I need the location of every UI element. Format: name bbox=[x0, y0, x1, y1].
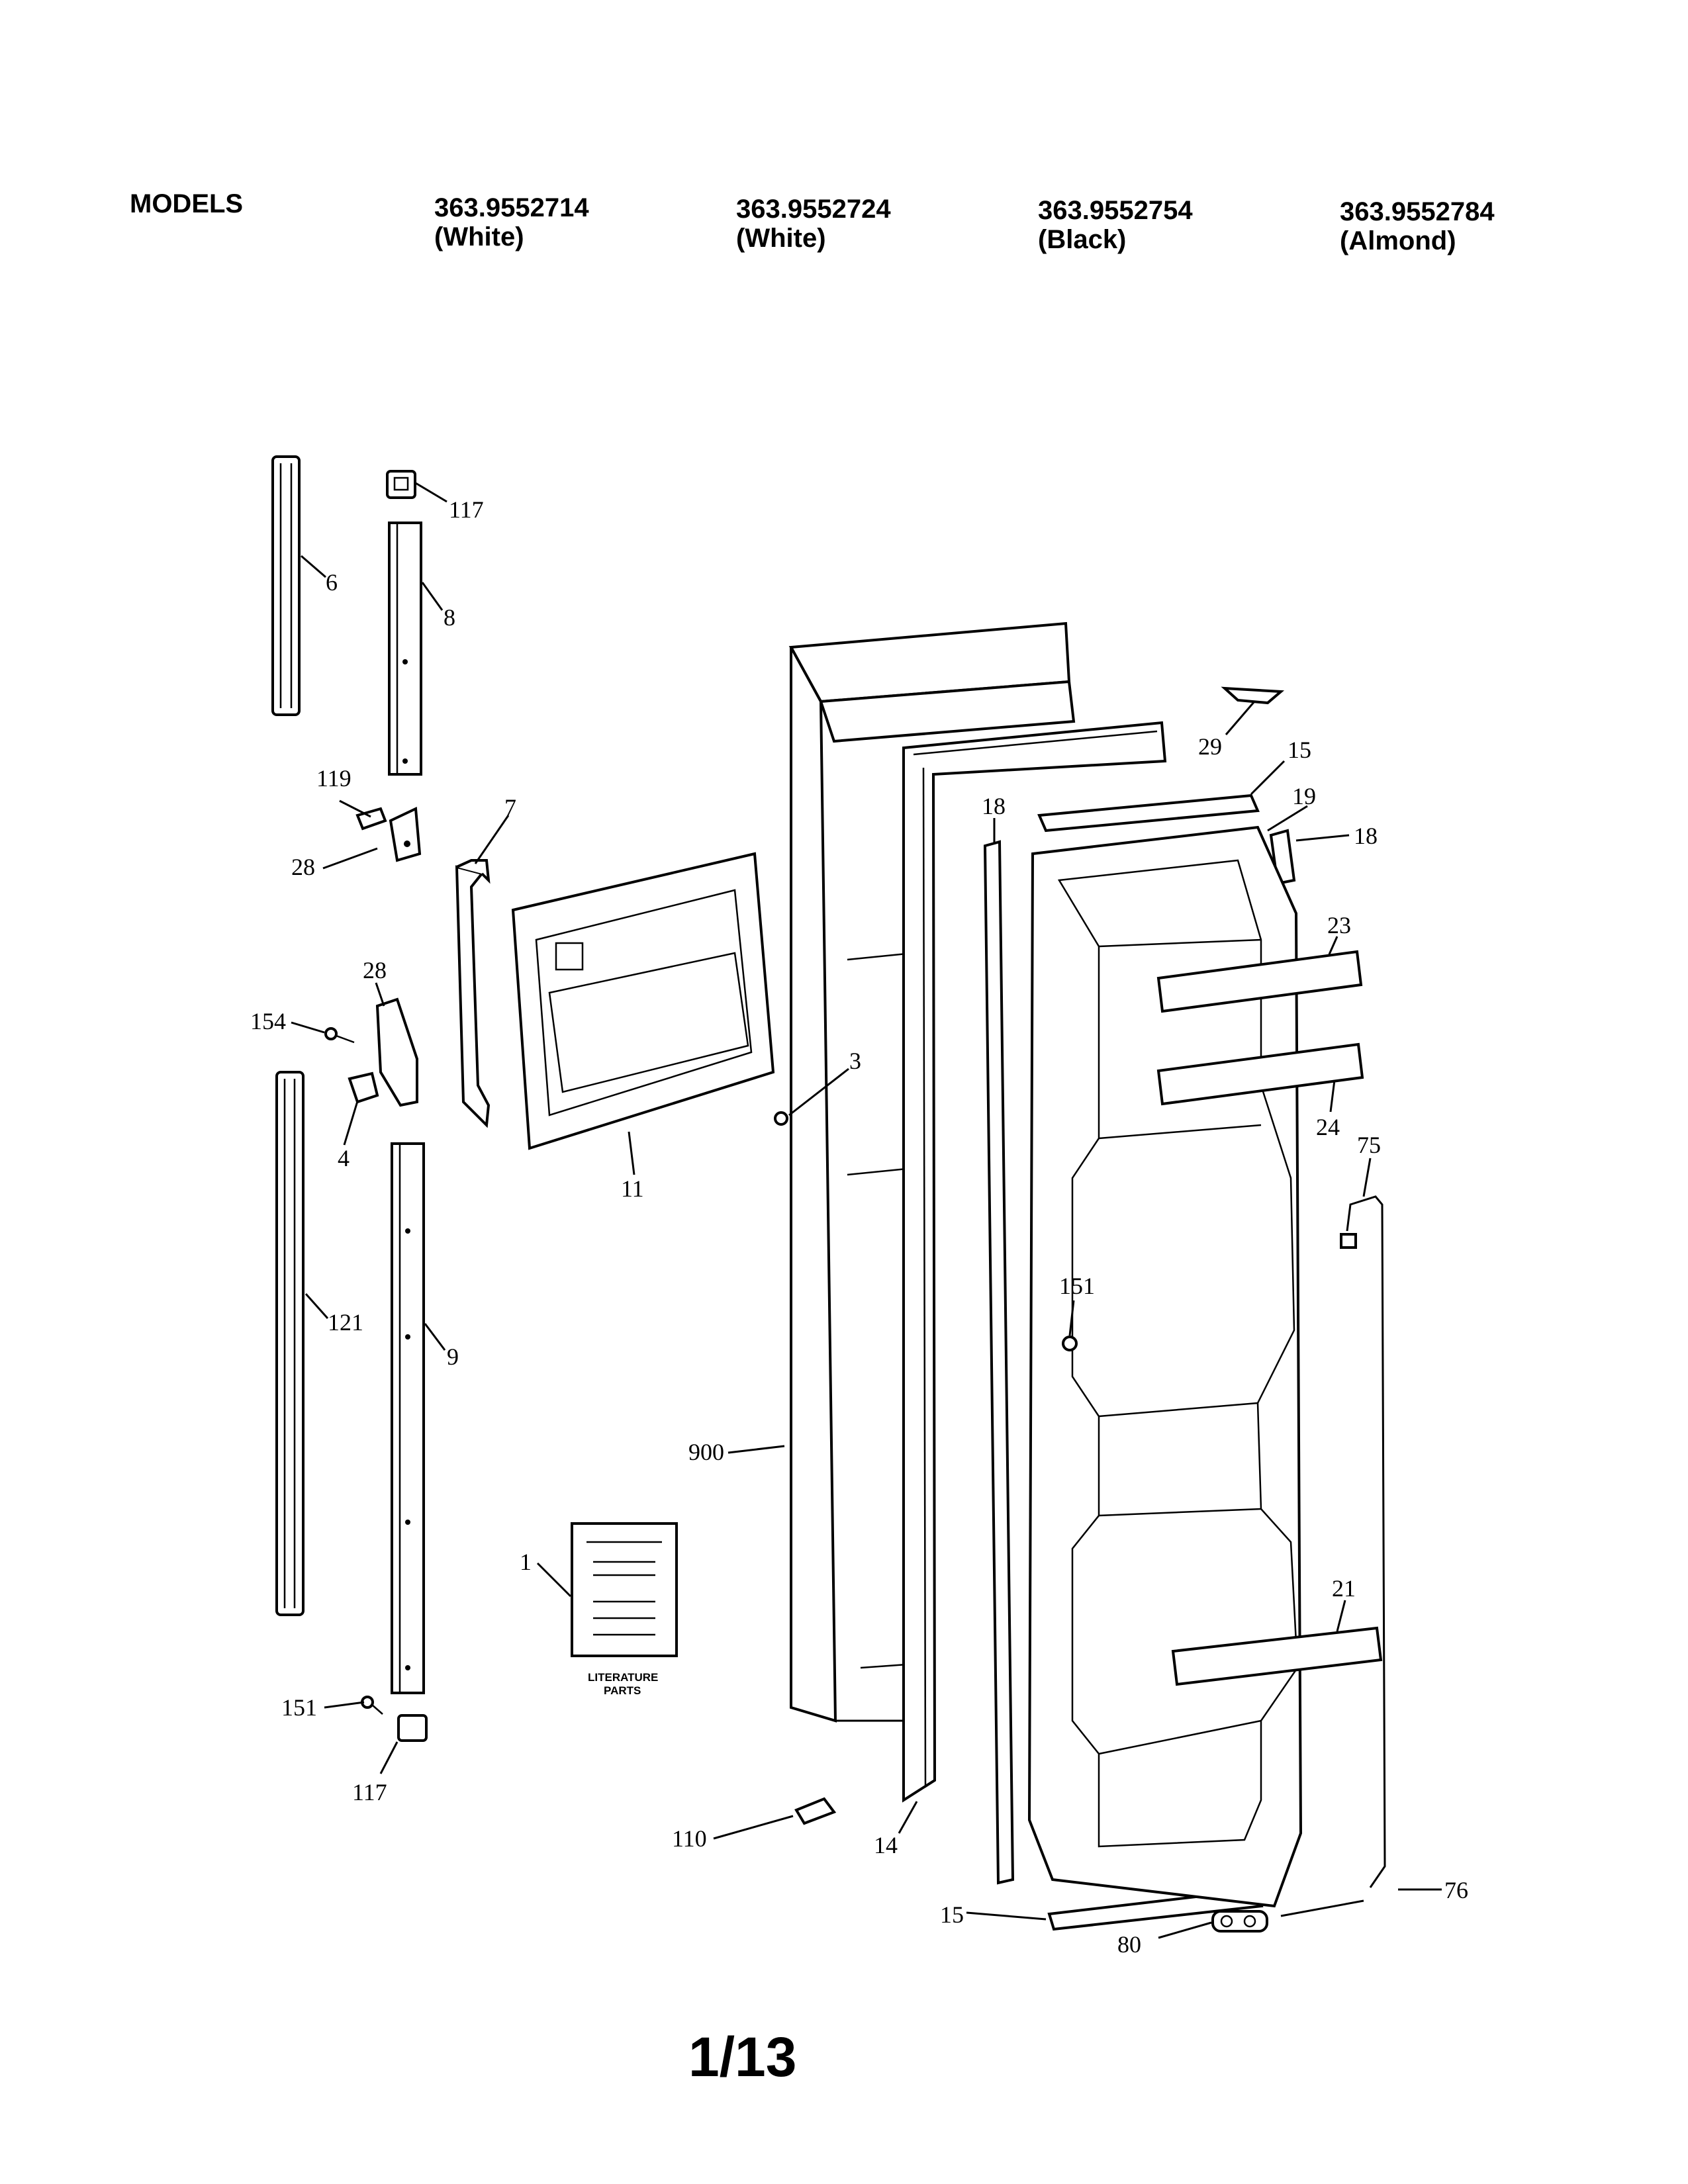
callout-8: 8 bbox=[444, 604, 455, 631]
part-151-screw-upper bbox=[1062, 1336, 1078, 1351]
callout-154: 154 bbox=[250, 1008, 286, 1034]
part-9-channel bbox=[391, 1142, 425, 1694]
part-21-shelf-bar bbox=[1171, 1626, 1383, 1686]
part-151-screw-lower bbox=[361, 1696, 383, 1715]
model-number: 363.9552724 bbox=[736, 195, 891, 224]
part-14-gasket bbox=[902, 721, 1167, 1803]
part-19-door-liner bbox=[1027, 825, 1303, 1908]
callout-119: 119 bbox=[316, 765, 352, 792]
model-color: (White) bbox=[736, 224, 826, 253]
callout-151: 151 bbox=[1059, 1273, 1095, 1299]
part-110-plug bbox=[794, 1797, 837, 1825]
part-24-shelf-bar bbox=[1156, 1042, 1364, 1106]
model-color: (Black) bbox=[1038, 225, 1127, 254]
part-11-dispenser-panel bbox=[511, 852, 775, 1150]
callout-15: 15 bbox=[940, 1901, 964, 1928]
callout-121: 121 bbox=[328, 1309, 363, 1336]
part-76-tube bbox=[1280, 1899, 1364, 1917]
callout-9: 9 bbox=[447, 1343, 459, 1370]
model-column-2: 363.9552724 (White) bbox=[736, 195, 891, 253]
part-1-literature bbox=[571, 1522, 678, 1657]
callout-1: 1 bbox=[520, 1549, 532, 1575]
part-3-screw bbox=[774, 1111, 788, 1126]
callout-28: 28 bbox=[363, 957, 387, 983]
part-8-channel bbox=[388, 522, 422, 776]
literature-label-line2: PARTS bbox=[604, 1684, 641, 1697]
callout-23: 23 bbox=[1327, 912, 1351, 938]
part-117-cap-bottom bbox=[397, 1714, 428, 1742]
part-23-shelf-bar bbox=[1156, 950, 1363, 1013]
callout-3: 3 bbox=[849, 1048, 861, 1074]
model-number: 363.9552754 bbox=[1038, 196, 1193, 225]
callout-15: 15 bbox=[1288, 737, 1311, 763]
callout-117: 117 bbox=[352, 1779, 387, 1805]
part-18-strip-left bbox=[983, 840, 1015, 1885]
callout-24: 24 bbox=[1316, 1114, 1340, 1140]
model-color: (Almond) bbox=[1340, 226, 1456, 255]
callout-14: 14 bbox=[874, 1832, 898, 1858]
part-900-door-shell bbox=[788, 621, 1076, 1723]
callout-labels: 117 6 8 119 28 7 28 154 4 11 3 121 9 900… bbox=[250, 496, 1468, 1958]
callout-4: 4 bbox=[338, 1145, 350, 1171]
part-29-clip bbox=[1221, 686, 1285, 705]
leader-lines bbox=[291, 482, 1442, 1939]
part-28-lower-hinge bbox=[375, 997, 418, 1107]
callout-900: 900 bbox=[688, 1439, 724, 1465]
callout-18: 18 bbox=[1354, 823, 1378, 849]
callout-75: 75 bbox=[1357, 1132, 1381, 1158]
part-7-handle bbox=[455, 859, 491, 1128]
part-4-bracket bbox=[348, 1071, 379, 1104]
callout-151: 151 bbox=[281, 1694, 317, 1721]
part-15-trim-top bbox=[1037, 794, 1260, 833]
model-number: 363.9552714 bbox=[434, 193, 589, 222]
model-number: 363.9552784 bbox=[1340, 197, 1495, 226]
callout-28: 28 bbox=[291, 854, 315, 880]
literature-label-line1: LITERATURE bbox=[588, 1671, 658, 1684]
callout-19: 19 bbox=[1292, 783, 1316, 809]
callout-117: 117 bbox=[449, 496, 484, 523]
part-6-trim bbox=[271, 455, 301, 716]
callout-7: 7 bbox=[504, 794, 516, 821]
callout-11: 11 bbox=[621, 1175, 644, 1202]
callout-80: 80 bbox=[1117, 1931, 1141, 1958]
model-column-4: 363.9552784 (Almond) bbox=[1340, 197, 1495, 255]
part-117-cap-top bbox=[386, 470, 416, 499]
model-column-3: 363.9552754 (Black) bbox=[1038, 196, 1193, 254]
model-column-1: 363.9552714 (White) bbox=[434, 193, 589, 251]
callout-18: 18 bbox=[982, 793, 1006, 819]
part-75-tube bbox=[1340, 1195, 1386, 1888]
callout-110: 110 bbox=[672, 1825, 707, 1852]
callout-76: 76 bbox=[1444, 1877, 1468, 1903]
part-154-screw bbox=[324, 1027, 355, 1044]
callout-21: 21 bbox=[1332, 1575, 1356, 1602]
part-121-trim bbox=[275, 1071, 305, 1616]
callout-6: 6 bbox=[326, 569, 338, 596]
model-color: (White) bbox=[434, 222, 524, 251]
part-80-fitting bbox=[1211, 1910, 1268, 1933]
models-label: MODELS bbox=[130, 189, 244, 218]
page-number: 1/13 bbox=[688, 2026, 797, 2088]
callout-29: 29 bbox=[1198, 733, 1222, 760]
